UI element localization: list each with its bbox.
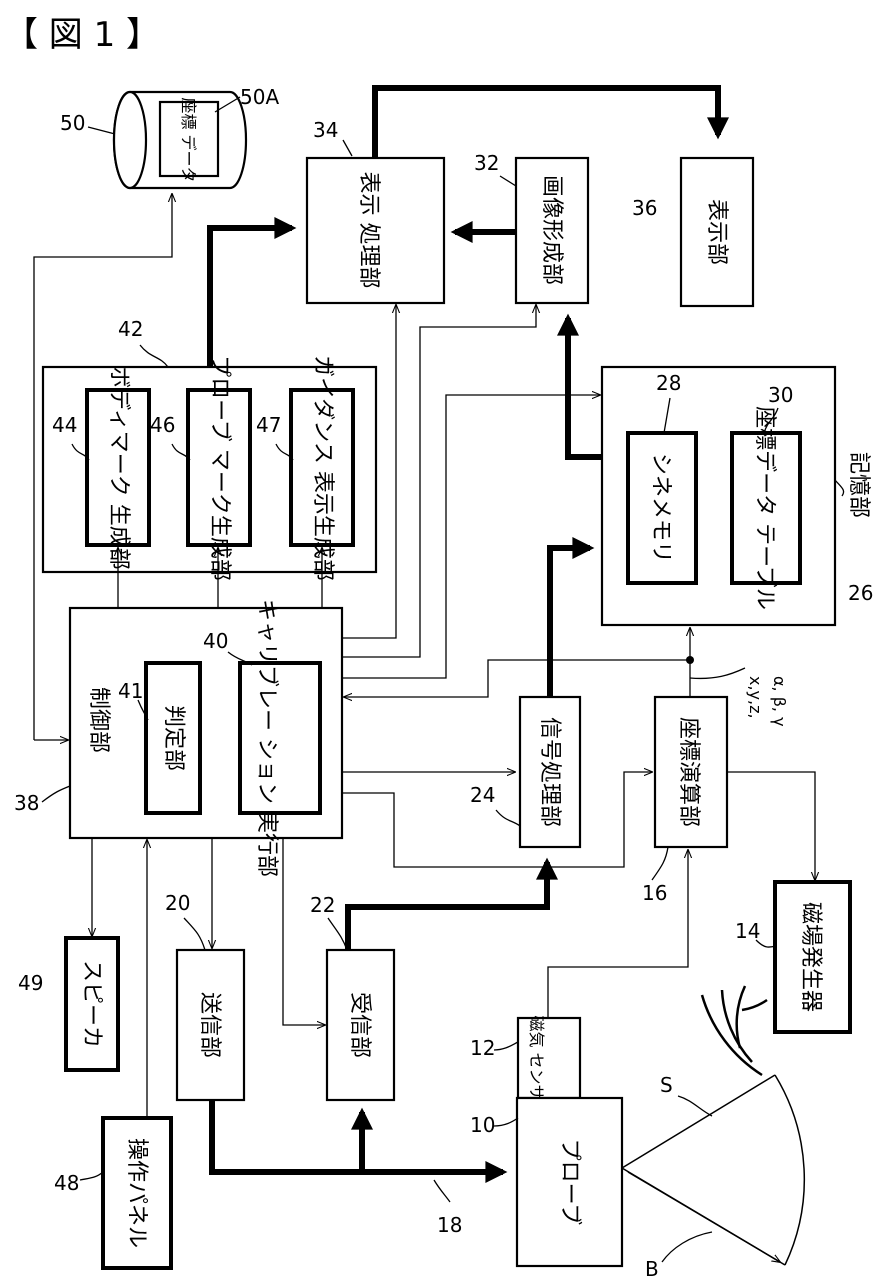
ref-49: 49 <box>18 971 43 995</box>
figure-label: 【 図 1 】 <box>4 15 160 55</box>
ref-12: 12 <box>470 1036 495 1060</box>
ref-24: 24 <box>470 783 495 807</box>
magnetic-field-waves <box>702 986 767 1075</box>
ref-34: 34 <box>313 118 338 142</box>
junction-dot <box>686 656 694 664</box>
ref-36: 36 <box>632 196 657 220</box>
transmitter-label: 送信部 <box>197 992 222 1058</box>
ref-30: 30 <box>768 383 793 407</box>
ref-42: 42 <box>118 317 143 341</box>
calibration-label: キャリブレー ション 実行部 <box>254 599 279 877</box>
coordinate-data-label: 座標 データ <box>179 97 198 182</box>
ref-16: 16 <box>642 881 667 905</box>
guidance-label: ガイダンス 表示生成部 <box>310 355 335 581</box>
ref-41: 41 <box>118 679 143 703</box>
probe-label: プローブ <box>557 1139 582 1226</box>
display-label: 表示部 <box>704 199 729 265</box>
storage-device-50: 座標 データ 50 50A <box>60 85 279 188</box>
coordinate-variables-1: x,y,z, <box>746 676 765 719</box>
image-forming-label: 画像形成部 <box>539 175 564 285</box>
storage-unit-label: 記憶部 <box>846 452 871 518</box>
ultrasound-scan-plane <box>622 1075 804 1265</box>
ref-14: 14 <box>735 919 760 943</box>
ref-10: 10 <box>470 1113 495 1137</box>
ref-38: 38 <box>14 791 39 815</box>
ref-40: 40 <box>203 629 228 653</box>
magnetic-generator-label: 磁場発生器 <box>798 902 823 1012</box>
cine-memory-label: シネメモリ <box>648 453 673 563</box>
ref-32: 32 <box>474 151 499 175</box>
ref-s: S <box>660 1073 673 1097</box>
signal-processing-label: 信号処理部 <box>537 717 562 827</box>
ref-44: 44 <box>52 413 77 437</box>
coordinate-variables-2: α, β, γ <box>770 676 789 727</box>
ref-b: B <box>645 1257 659 1281</box>
ref-46: 46 <box>150 413 175 437</box>
ref-47: 47 <box>256 413 281 437</box>
ref-18: 18 <box>437 1213 462 1237</box>
magnetic-sensor-label: 磁気 センサ <box>527 1015 546 1100</box>
display-processing-label: 表示 処理部 <box>356 172 381 289</box>
ref-48: 48 <box>54 1171 79 1195</box>
ref-26: 26 <box>848 581 873 605</box>
speaker-label: スピーカ <box>79 960 104 1048</box>
operation-panel-label: 操作パネル <box>124 1138 149 1248</box>
ref-28: 28 <box>656 371 681 395</box>
body-mark-label: ボディマーク 生成部 <box>106 366 131 569</box>
ref-50a: 50A <box>240 85 279 109</box>
coordinate-calc-label: 座標演算部 <box>676 717 701 827</box>
ref-22: 22 <box>310 893 335 917</box>
ref-50: 50 <box>60 111 85 135</box>
ref-20: 20 <box>165 891 190 915</box>
receiver-label: 受信部 <box>347 992 372 1058</box>
coordinate-table-label: 座標データ テーブル <box>752 406 777 610</box>
judgment-label: 判定部 <box>161 705 186 771</box>
probe-mark-label: プローブ マーク生成部 <box>207 355 232 581</box>
control-label: 制御部 <box>86 687 111 753</box>
calibration-box <box>240 663 320 813</box>
